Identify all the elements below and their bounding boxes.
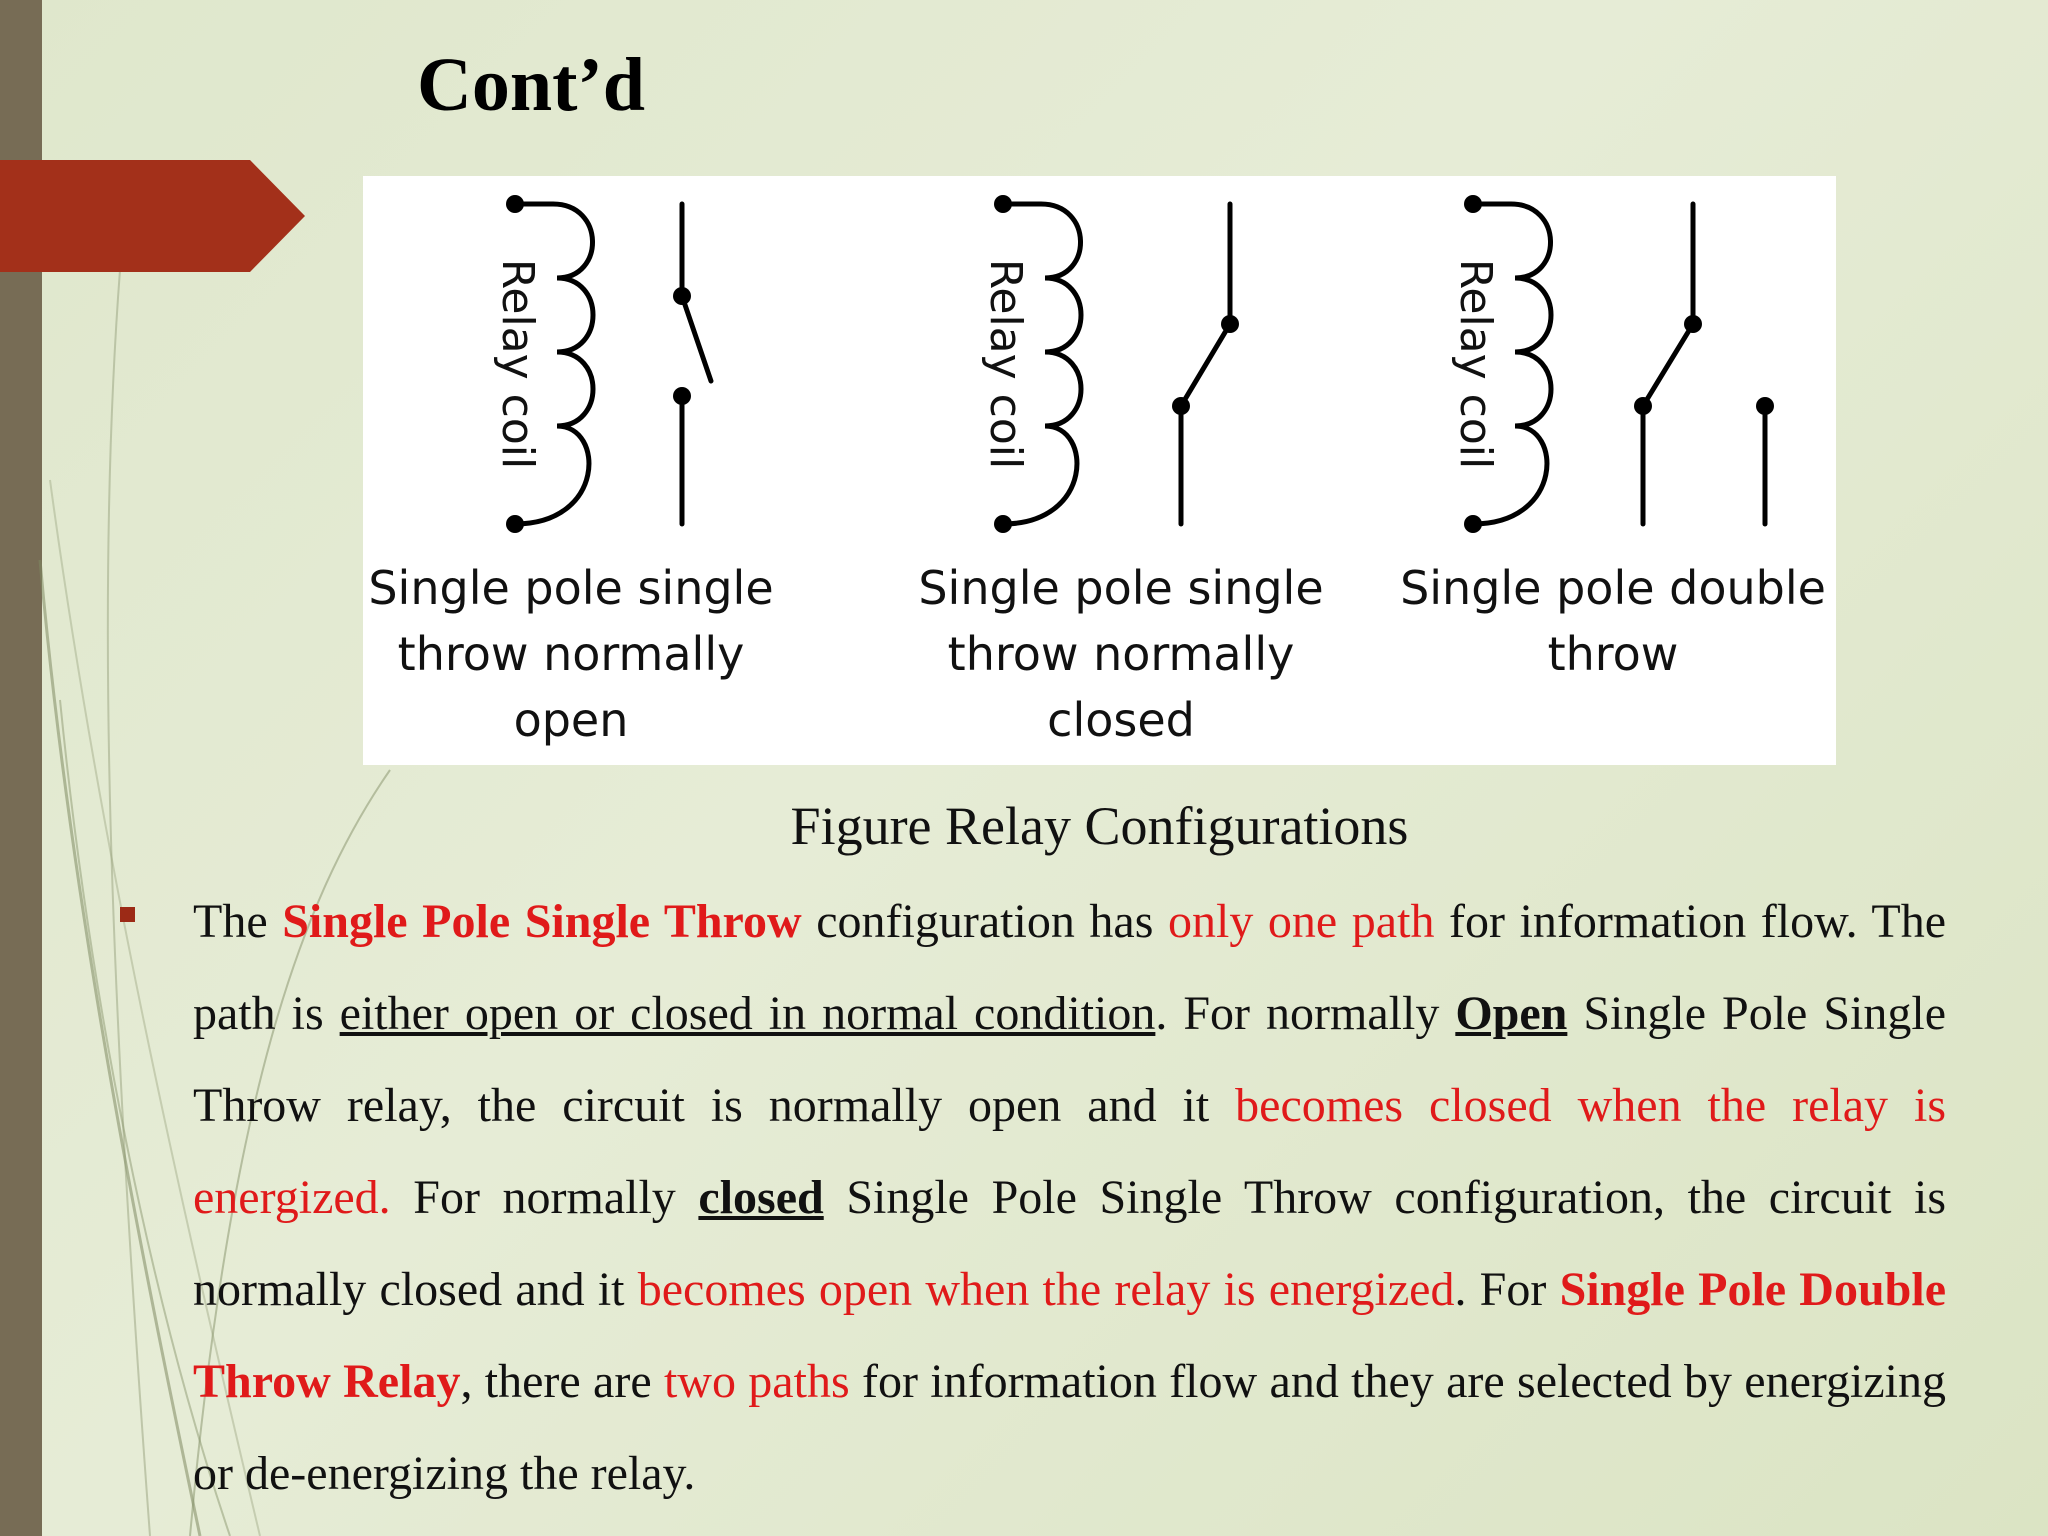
diagram-1-label-line-2: throw normally xyxy=(398,627,745,681)
body-paragraph: The Single Pole Single Throw configurati… xyxy=(193,876,1946,1520)
highlight-phrase: becomes open when the relay is energized xyxy=(637,1263,1455,1316)
text-segment: for information flow. The path is xyxy=(193,895,1947,1040)
coil-label-1: Relay coil xyxy=(492,259,543,469)
highlight-term: Single Pole Single Throw xyxy=(282,895,802,948)
diagram-3-label-line-1: Single pole double xyxy=(1400,561,1826,615)
diagram-1-label-line-3: open xyxy=(514,693,629,747)
relay-coil-3 xyxy=(1470,201,1554,527)
bullet-square-icon xyxy=(120,907,135,922)
highlight-phrase: becomes closed when the relay is energiz… xyxy=(193,1079,1947,1224)
slide-title: Cont’d xyxy=(417,43,646,127)
text-segment: , there are xyxy=(460,1355,664,1408)
relay-configurations-figure: Relay coil Relay coil Relay coil Single … xyxy=(363,176,1836,765)
text-segment: Single Pole Single Throw relay, the circ… xyxy=(193,987,1947,1132)
diagram-1-label-line-1: Single pole single xyxy=(368,561,773,615)
highlight-term: Single Pole Double Throw Relay xyxy=(193,1263,1947,1408)
decorative-curves xyxy=(38,269,391,1536)
coil-label-3: Relay coil xyxy=(1450,259,1501,469)
relay-coil-2 xyxy=(1000,201,1084,527)
emphasis-word: Open xyxy=(1455,987,1568,1040)
text-segment: configuration has xyxy=(801,895,1168,948)
underlined-phrase: either open or closed in normal conditio… xyxy=(339,987,1156,1040)
text-segment: . For normally xyxy=(1155,987,1456,1040)
text-segment: For normally xyxy=(390,1171,699,1224)
coil-label-2: Relay coil xyxy=(980,259,1031,469)
relay-coil-1 xyxy=(512,201,596,527)
text-segment: . For xyxy=(1454,1263,1560,1316)
figure-caption: Figure Relay Configurations xyxy=(790,796,1409,856)
highlight-phrase: two paths xyxy=(663,1355,850,1408)
diagram-2-label-line-1: Single pole single xyxy=(918,561,1323,615)
diagram-2-label-line-3: closed xyxy=(1047,693,1195,747)
title-arrow-marker xyxy=(0,160,305,272)
diagram-3-label-line-2: throw xyxy=(1548,627,1679,681)
highlight-phrase: only one path xyxy=(1167,895,1435,948)
text-segment: for information flow and they are select… xyxy=(193,1355,1946,1500)
emphasis-word: closed xyxy=(698,1171,824,1224)
diagram-2-label-line-2: throw normally xyxy=(948,627,1295,681)
text-segment: Single Pole Single Throw configuration, … xyxy=(193,1171,1947,1316)
text-segment: The xyxy=(193,895,283,948)
